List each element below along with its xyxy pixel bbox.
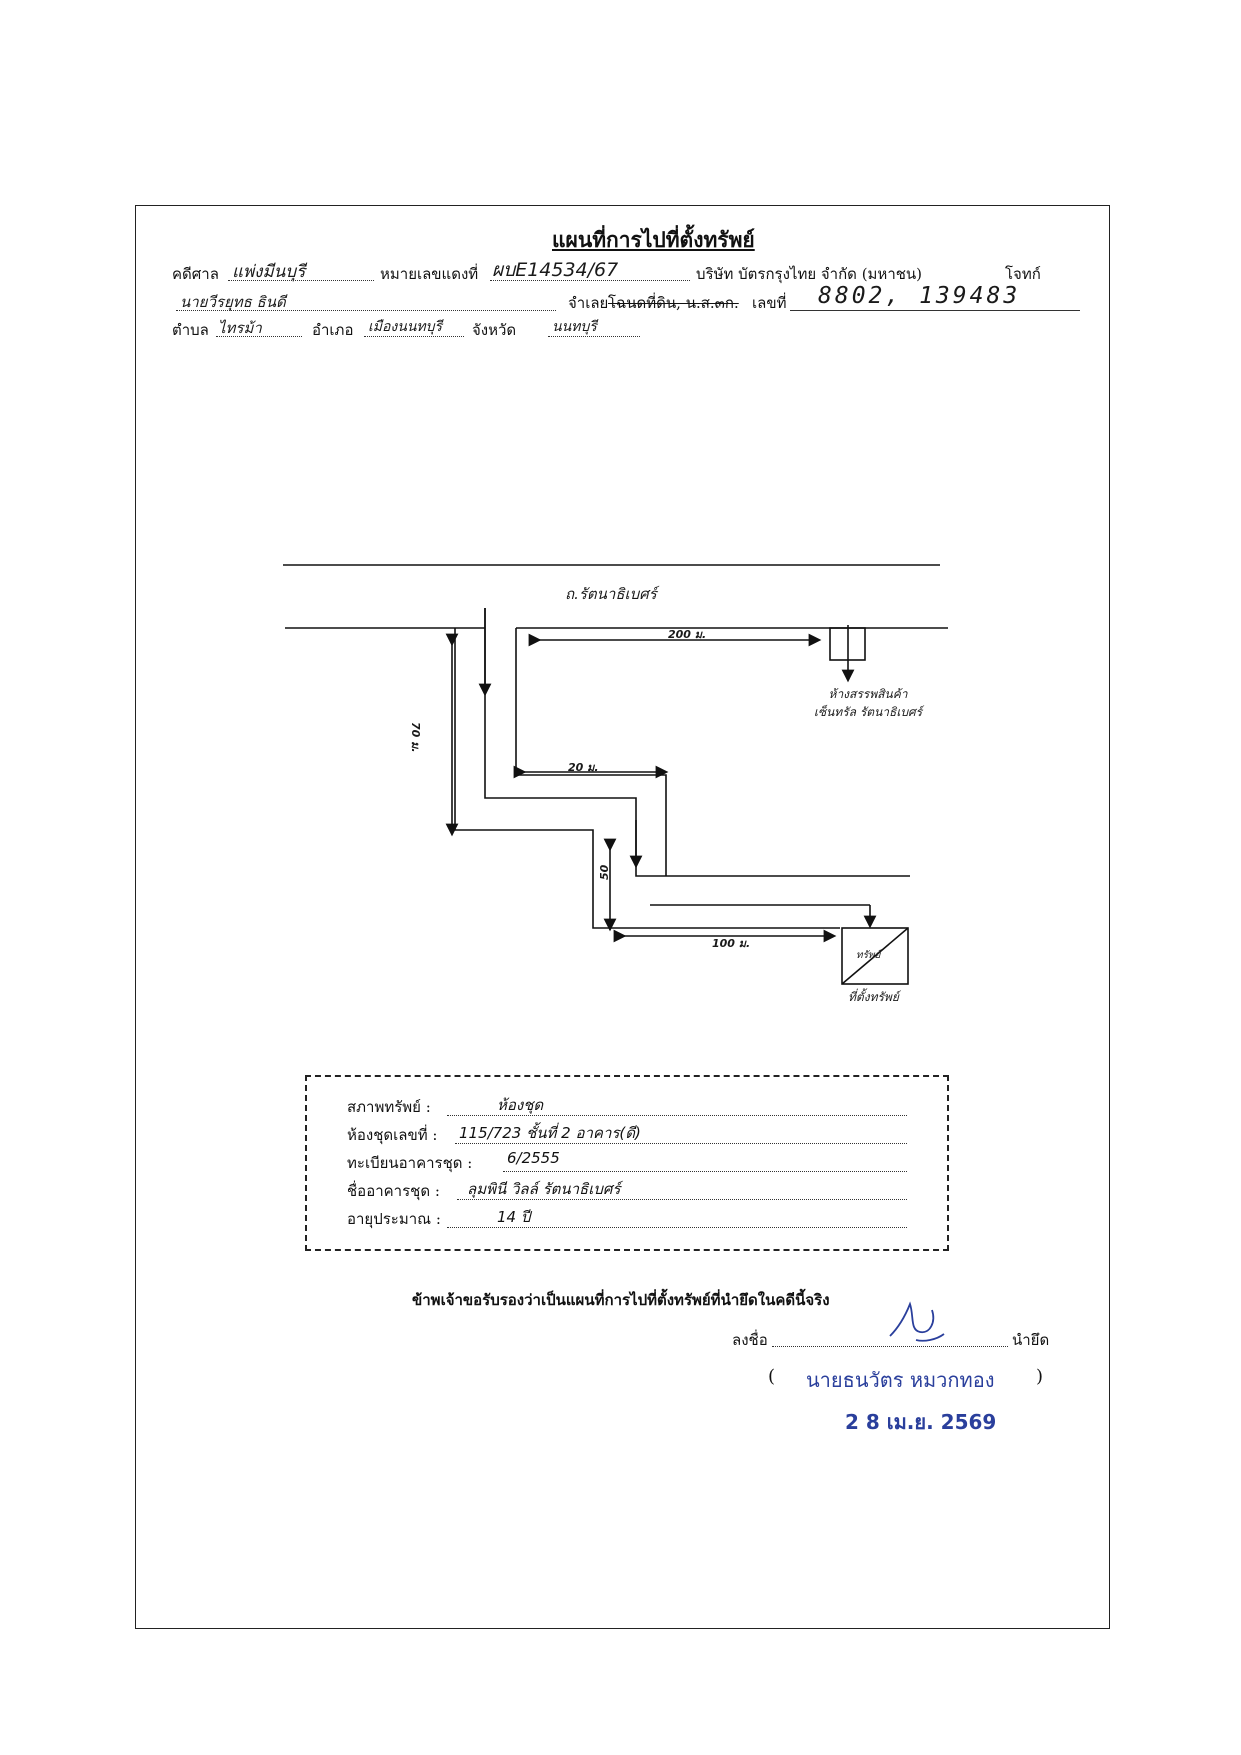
landmark-box — [829, 627, 866, 661]
condition-underline — [447, 1115, 907, 1116]
deed-label: เลขที่ — [752, 294, 787, 312]
dim-bottom-label: 100 ม. — [712, 937, 751, 950]
redcase-label: หมายเลขแดงที่ — [380, 265, 479, 283]
deed-type-struck: โฉนดที่ดิน, น.ส.๓ก. — [608, 294, 739, 312]
redcase-value: ผบE14534/67 — [492, 259, 619, 281]
registry-label: ทะเบียนอาคารชุด : — [347, 1154, 473, 1172]
signer-close-paren: ) — [1036, 1366, 1044, 1387]
soi-outer — [484, 608, 910, 877]
landmark-label: ห้างสรรพสินค้า เซ็นทรัล รัตนาธิเบศร์ — [813, 687, 923, 719]
sign-label: ลงชื่อ — [732, 1331, 768, 1349]
amphoe-value: เมืองนนทบุรี — [368, 319, 443, 335]
property-info-box: สภาพทรัพย์ : ห้องชุด ห้องชุดเลขที่ : 115… — [305, 1075, 949, 1251]
condition-value: ห้องชุด — [497, 1096, 544, 1114]
court-underline — [228, 280, 374, 281]
document-title: แผนที่การไปที่ตั้งทรัพย์ — [552, 227, 755, 252]
dim-mid-label: 20 ม. — [568, 761, 599, 774]
certification-statement: ข้าพเจ้าขอรับรองว่าเป็นแผนที่การไปที่ตั้… — [412, 1291, 830, 1309]
registry-value: 6/2555 — [507, 1149, 560, 1167]
defendant-name: นายวีรยุทธ ธินดี — [180, 293, 286, 311]
dim-short-label: 50 — [598, 864, 611, 880]
unit-value: 115/723 ชั้นที่ 2 อาคาร(ดี) — [459, 1124, 641, 1142]
property-box — [841, 927, 909, 985]
plaintiff-name: บริษัท บัตรกรุงไทย จำกัด (มหาชน) — [696, 265, 923, 283]
dim-vertical-label: 70 ม. — [409, 722, 422, 753]
defendant-role: จำเลย — [568, 294, 609, 312]
unit-label: ห้องชุดเลขที่ : — [347, 1126, 438, 1144]
soi-inner — [515, 628, 667, 876]
date-stamp: 2 8 เม.ย. 2569 — [845, 1410, 997, 1434]
province-underline — [548, 336, 640, 337]
deed-underline — [790, 310, 1080, 311]
signature-line — [772, 1346, 1008, 1347]
age-label: อายุประมาณ : — [347, 1210, 441, 1228]
tambon-label: ตำบล — [172, 321, 209, 339]
soi-lower — [454, 628, 840, 929]
court-label: คดีศาล — [172, 265, 219, 283]
amphoe-underline — [364, 336, 464, 337]
signature-mark — [889, 1301, 945, 1342]
road-label: ถ.รัตนาธิเบศร์ — [565, 585, 657, 603]
building-underline — [457, 1199, 907, 1200]
property-box-diagonal — [841, 927, 909, 985]
building-value: ลุมพินี วิลล์ รัตนาธิเบศร์ — [467, 1180, 621, 1198]
defendant-underline — [176, 310, 556, 311]
province-value: นนทบุรี — [552, 319, 597, 335]
court-value: แพ่งมีนบุรี — [232, 262, 306, 282]
amphoe-label: อำเภอ — [312, 321, 354, 339]
plaintiff-role: โจทก์ — [1005, 265, 1041, 283]
property-box-label: ทรัพย์ — [856, 950, 881, 961]
signer-open-paren: ( — [768, 1366, 776, 1387]
condition-label: สภาพทรัพย์ : — [347, 1098, 431, 1116]
sign-role: นำยึด — [1012, 1331, 1050, 1349]
age-underline — [447, 1227, 907, 1228]
document-frame — [135, 205, 1110, 1629]
dim-top-label: 200 ม. — [668, 628, 707, 641]
redcase-underline — [490, 280, 690, 281]
registry-underline — [503, 1171, 907, 1172]
unit-underline — [455, 1143, 907, 1144]
building-label: ชื่ออาคารชุด : — [347, 1182, 440, 1200]
age-value: 14 ปี — [497, 1208, 531, 1226]
property-caption: ที่ตั้งทรัพย์ — [848, 990, 899, 1004]
signer-name: นายธนวัตร หมวกทอง — [806, 1368, 995, 1392]
tambon-value: ไทรม้า — [218, 319, 262, 337]
province-label: จังหวัด — [472, 321, 517, 339]
tambon-underline — [216, 336, 302, 337]
deed-value: 8802, 139483 — [818, 283, 1021, 309]
